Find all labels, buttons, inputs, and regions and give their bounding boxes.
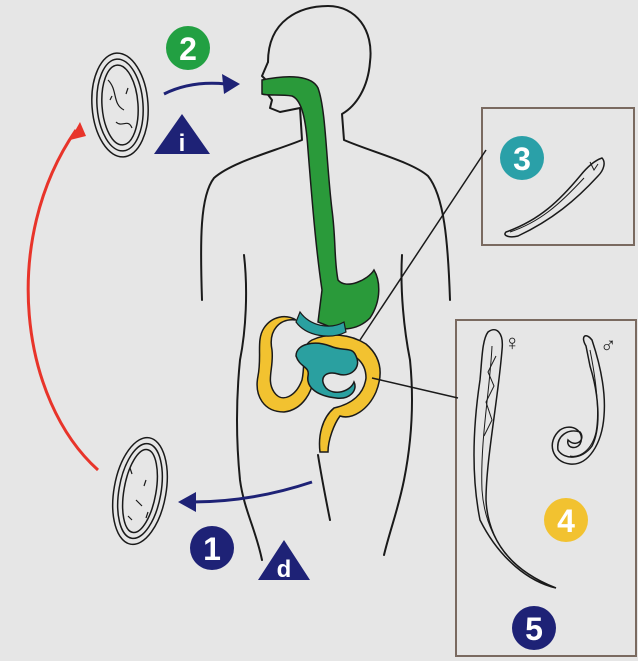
male-symbol: ♂ [600,332,617,357]
egg-diagnostic [111,436,169,546]
stage-5-label: 5 [525,611,543,647]
human-body-outline [200,5,451,561]
stage-badge-5: 5 [512,606,556,650]
stage-badge-2: 2 [166,26,210,70]
adult-worms-panel: ♀ ♂ [455,319,637,657]
digestive-tract [256,75,381,453]
stage-2-label: 2 [179,31,197,67]
ingestion-arrow [163,74,240,96]
stage-badge-3: 3 [500,136,544,180]
stage-3-label: 3 [513,141,531,177]
diagnostic-marker-label: d [277,556,292,583]
egg-infective [91,52,149,158]
esophagus-stomach [261,75,380,330]
connector-lines [359,149,487,399]
excretion-arrow [178,480,313,512]
diagnostic-stage-marker: d [258,540,310,583]
female-worm [473,329,557,589]
egg-development-arrow [26,122,100,472]
infective-stage-marker: i [154,114,210,157]
small-intestine [295,342,359,399]
duodenum-loop [295,310,347,337]
stage-badge-4: 4 [544,498,588,542]
stage-badge-1: 1 [190,526,234,570]
larva-worm [504,157,605,238]
larva-panel [481,107,635,246]
infective-marker-label: i [179,130,186,157]
male-worm [551,335,606,465]
stage-4-label: 4 [557,503,575,539]
stage-1-label: 1 [203,531,221,567]
female-symbol: ♀ [504,330,521,355]
